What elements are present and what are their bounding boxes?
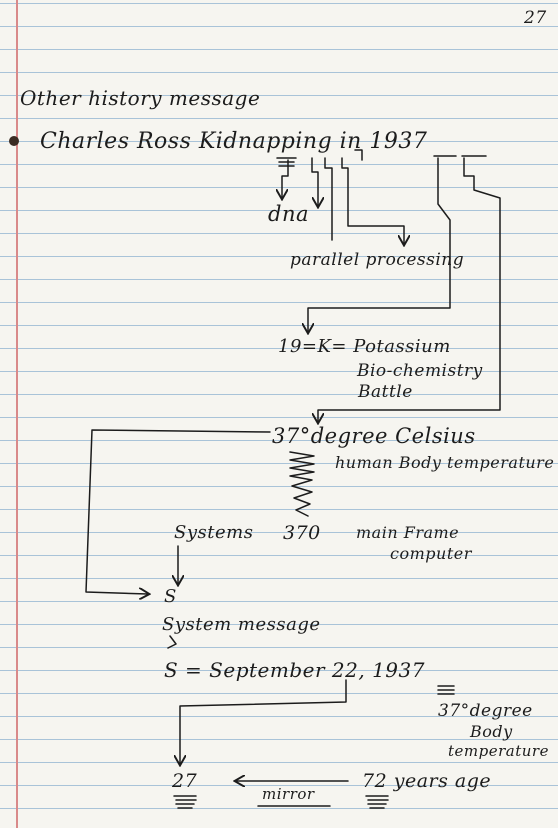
september-label: S = September 22, 1937 xyxy=(164,658,425,682)
bullet-line: Charles Ross Kidnapping in 1937 xyxy=(40,129,428,154)
connector-small xyxy=(167,635,177,649)
squiggle-1937b xyxy=(437,685,455,695)
number-27: 27 xyxy=(172,770,198,792)
mirror-label: mirror xyxy=(262,785,315,803)
bullet-dot xyxy=(9,136,19,146)
parallel-label: parallel processing xyxy=(290,250,465,270)
connector-parallel-3 xyxy=(354,149,363,161)
squiggle-37 xyxy=(289,451,315,517)
squiggle-kidnapping xyxy=(276,157,297,167)
connector-celsius xyxy=(318,157,501,422)
number-370: 370 xyxy=(283,522,321,544)
battle-label: Battle xyxy=(358,382,413,402)
computer-label: computer xyxy=(390,544,472,563)
potassium-label: 19=K= Potassium xyxy=(278,336,451,357)
biochem-label: Bio-chemistry xyxy=(357,361,483,381)
degree-label-2: 37°degree xyxy=(438,701,533,721)
squiggle-72 xyxy=(365,795,389,809)
systems-label: Systems xyxy=(174,522,254,543)
body-label-2: Body xyxy=(470,722,513,741)
dna-label: dna xyxy=(268,202,309,226)
connector-dna-2 xyxy=(311,157,318,206)
s-letter: S xyxy=(164,586,177,607)
connector-to-27 xyxy=(180,679,347,764)
mainframe-label: main Frame xyxy=(356,523,460,542)
connector-parallel-1 xyxy=(324,157,333,241)
body-temp-label: human Body temperature xyxy=(335,453,555,472)
squiggle-27 xyxy=(173,795,197,809)
celsius-label: 37°degree Celsius xyxy=(272,424,476,448)
years-label: 72 years age xyxy=(362,770,492,792)
heading-line: Other history message xyxy=(20,86,261,110)
connector-dna xyxy=(282,159,289,198)
temperature-label-2: temperature xyxy=(448,742,549,760)
page-number: 27 xyxy=(524,8,547,28)
system-message-label: System message xyxy=(162,614,321,635)
connector-parallel-2 xyxy=(341,157,404,244)
connector-left-loop xyxy=(85,429,271,594)
margin-line xyxy=(16,0,18,828)
connector-potassium xyxy=(308,157,451,332)
